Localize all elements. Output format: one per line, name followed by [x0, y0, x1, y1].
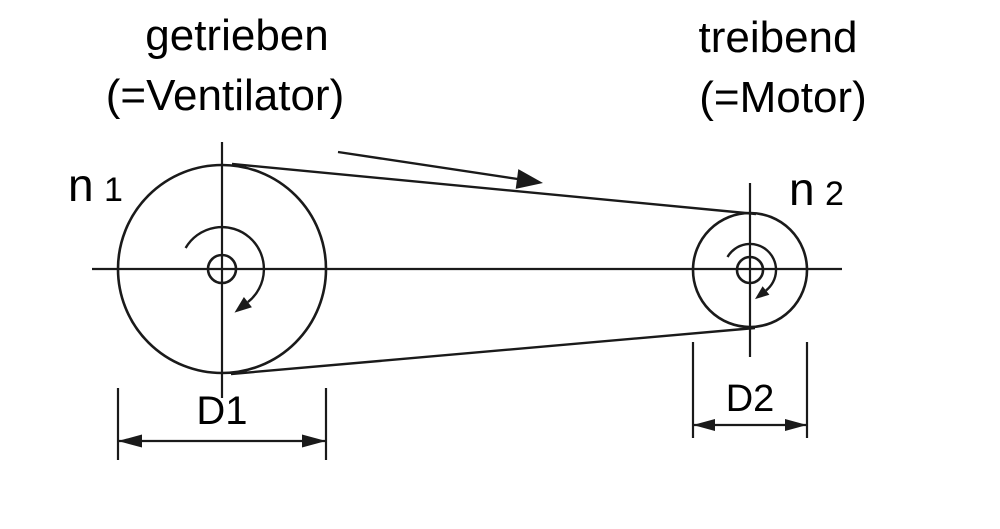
- n1-symbol: n: [68, 159, 94, 211]
- d1-arrowhead-left-icon: [118, 434, 142, 448]
- belt-top-span: [231, 162, 757, 216]
- right-title-line1: treibend: [698, 13, 857, 62]
- d2-arrowhead-left-icon: [693, 419, 715, 431]
- speed-label-n1: n 1: [68, 159, 123, 211]
- left-rotation-arrowhead-icon: [234, 297, 252, 313]
- d2-label: D2: [726, 378, 775, 420]
- belt-direction-arrowhead-icon: [515, 169, 543, 189]
- d2-arrowhead-right-icon: [785, 419, 807, 431]
- left-rotation-arc: [184, 225, 266, 304]
- left-pulley: [116, 163, 328, 375]
- dimension-d2: D2: [691, 342, 809, 438]
- n1-subscript: 1: [104, 171, 123, 209]
- n2-symbol: n: [789, 163, 815, 215]
- right-rotation-arc: [726, 242, 778, 292]
- right-pulley-titles: treibend (=Motor): [698, 13, 866, 122]
- dimension-d1: D1: [116, 388, 328, 460]
- left-pulley-rim: [116, 163, 328, 375]
- d1-label: D1: [196, 389, 247, 433]
- left-title-line1: getrieben: [145, 11, 328, 60]
- right-rotation-arrowhead-icon: [755, 286, 770, 300]
- left-title-line2: (=Ventilator): [106, 71, 344, 120]
- belt-direction-arrow: [337, 150, 543, 189]
- belt-direction-arrow-shaft: [337, 150, 522, 181]
- belt: [230, 162, 757, 376]
- n2-subscript: 2: [825, 175, 844, 213]
- left-pulley-hub: [206, 253, 238, 285]
- belt-bottom-span: [230, 326, 756, 376]
- speed-label-n2: n 2: [789, 163, 844, 215]
- left-pulley-titles: getrieben (=Ventilator): [106, 11, 344, 120]
- right-pulley-hub: [735, 255, 765, 285]
- centerlines: [92, 142, 842, 398]
- d1-arrowhead-right-icon: [302, 434, 326, 448]
- right-title-line2: (=Motor): [699, 73, 866, 122]
